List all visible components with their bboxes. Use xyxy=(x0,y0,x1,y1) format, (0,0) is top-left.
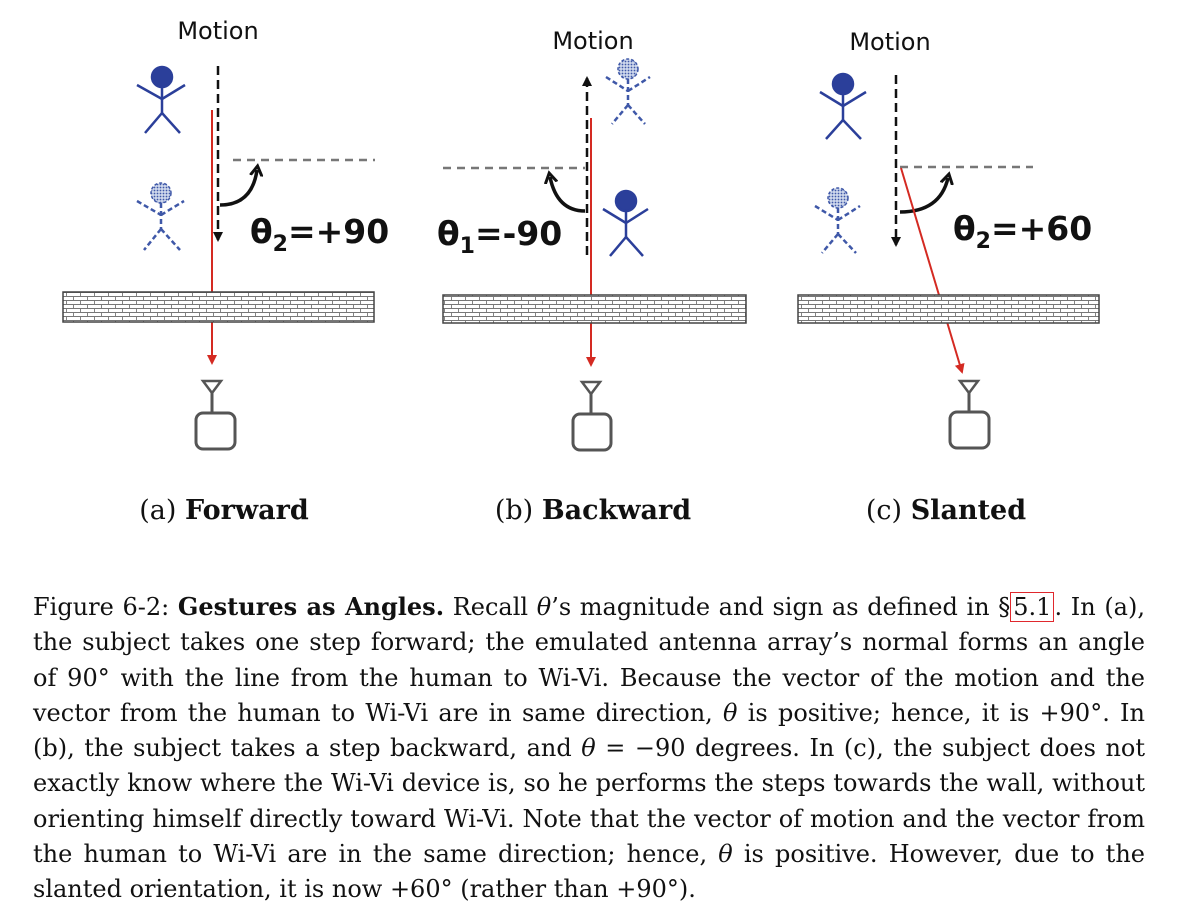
panel-a: Motion xyxy=(62,17,389,526)
theta-value: =-90 xyxy=(475,214,562,253)
motion-label: Motion xyxy=(177,17,258,45)
caption-text: is positive; hence, it is +90°. In (b), … xyxy=(33,698,1145,763)
angle-arc-arrow xyxy=(219,170,257,207)
subcaption-letter: (b) xyxy=(495,495,533,526)
person-solid-icon xyxy=(602,189,649,257)
wi-vi-device-icon xyxy=(194,379,237,451)
panel-c: Motion xyxy=(797,28,1100,526)
angle-arc-arrow xyxy=(899,178,948,214)
wi-vi-device-icon xyxy=(948,379,991,450)
subcaption-letter: (a) xyxy=(139,495,176,526)
theta-value: =+90 xyxy=(288,212,389,251)
angle-label: θ2=+90 xyxy=(250,212,389,257)
wall xyxy=(797,294,1100,324)
subcaption-title: Forward xyxy=(185,495,309,526)
subcaption-title: Slanted xyxy=(911,495,1027,526)
theta-symbol: θ xyxy=(581,734,596,763)
person-solid-icon xyxy=(819,72,867,140)
wall xyxy=(442,294,747,324)
caption-text: is positive. However, due to the slanted… xyxy=(33,840,1145,904)
theta-symbol: θ xyxy=(953,209,976,248)
theta-symbol: θ xyxy=(723,698,738,727)
angle-label: θ1=-90 xyxy=(437,214,562,259)
section-reference-link[interactable]: 5.1 xyxy=(1010,592,1055,622)
person-dashed-icon xyxy=(136,182,185,251)
caption-text: = −90 degrees. In (c), the subject does … xyxy=(33,734,1145,869)
motion-label: Motion xyxy=(552,27,633,55)
angle-label: θ2=+60 xyxy=(953,209,1092,254)
theta-symbol: θ xyxy=(250,212,273,251)
theta-subscript: 1 xyxy=(460,234,475,259)
caption-text: Recall xyxy=(444,593,537,621)
motion-label: Motion xyxy=(849,28,930,56)
person-solid-icon xyxy=(136,65,186,134)
subcaption-letter: (c) xyxy=(866,495,902,526)
caption-prefix: Figure 6-2: xyxy=(33,593,178,621)
theta-value: =+60 xyxy=(991,209,1092,248)
caption-text: . In (a), the subject takes one step for… xyxy=(33,593,1145,727)
subcaption-title: Backward xyxy=(542,495,691,526)
caption-title: Gestures as Angles. xyxy=(177,592,445,621)
wall xyxy=(62,291,375,323)
subcaption: (c) Slanted xyxy=(866,495,1026,526)
subcaption: (b) Backward xyxy=(495,495,691,526)
theta-symbol: θ xyxy=(437,214,460,253)
angle-arc-arrow xyxy=(550,177,586,213)
theta-symbol: θ xyxy=(718,840,733,869)
signal-line xyxy=(900,167,965,374)
figure-caption: Figure 6-2: Gestures as Angles. Recall θ… xyxy=(33,589,1145,908)
wi-vi-device-icon xyxy=(571,380,613,452)
theta-subscript: 2 xyxy=(273,232,288,257)
panel-b: Motion xyxy=(437,27,747,526)
gesture-angle-figure: Motion xyxy=(62,17,1100,526)
person-dashed-icon xyxy=(605,58,651,125)
theta-symbol: θ xyxy=(536,593,552,621)
person-dashed-icon xyxy=(814,187,861,254)
caption-text: ’s magnitude and sign as defined in § xyxy=(551,593,1011,621)
theta-subscript: 2 xyxy=(976,229,991,254)
subcaption: (a) Forward xyxy=(139,495,309,526)
